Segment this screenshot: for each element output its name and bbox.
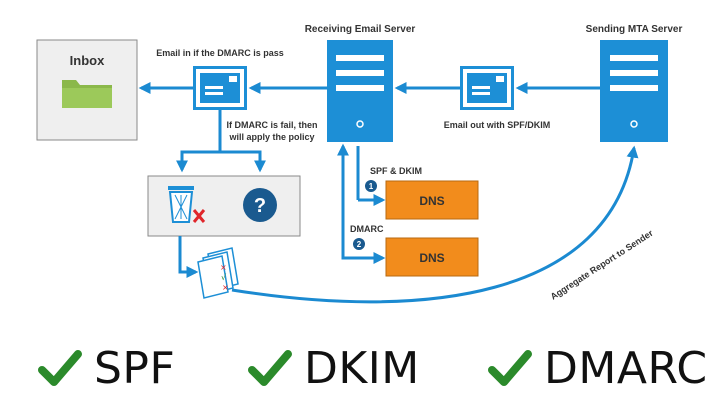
- aggregate-label: Aggregate Report to Sender: [549, 228, 656, 302]
- step-2-badge: 2: [353, 238, 365, 250]
- legend-label-dmarc: DMARC: [544, 342, 708, 394]
- fail-label-line1: If DMARC is fail, then: [226, 120, 317, 130]
- reject-x-icon: [192, 209, 206, 223]
- report-mark-1: ×: [220, 263, 227, 272]
- dns-box-dmarc: DNS: [385, 237, 479, 277]
- fail-label-line2: will apply the policy: [228, 132, 314, 142]
- question-icon: ?: [243, 188, 277, 222]
- legend-dmarc: DMARC: [488, 338, 708, 398]
- checkmark-icon: [488, 350, 532, 386]
- dns-label-1: DNS: [419, 194, 444, 208]
- arrow-policy-to-report: [178, 236, 199, 278]
- email-flow-diagram: Inbox Receiving Email Server Sending MTA…: [36, 24, 683, 304]
- report-mark-3: ×: [222, 283, 229, 292]
- folder-icon: [62, 80, 112, 108]
- legend-label-dkim: DKIM: [304, 342, 420, 394]
- policy-box: ?: [147, 175, 301, 237]
- checkmark-icon: [38, 350, 82, 386]
- inbox-panel: Inbox: [36, 39, 138, 141]
- pass-label: Email in if the DMARC is pass: [156, 48, 284, 58]
- checkmark-icon: [248, 350, 292, 386]
- dns-label-2: DNS: [419, 251, 444, 265]
- envelope-outbound-icon: [460, 66, 514, 110]
- arrow-aggregate-report: [231, 145, 639, 304]
- legend-spf: SPF: [38, 338, 175, 398]
- inbox-label: Inbox: [70, 53, 105, 68]
- trash-icon: [168, 186, 194, 223]
- sending-server-icon: [600, 40, 668, 142]
- arrow-dmarc-query: [341, 240, 386, 264]
- dns-box-spf-dkim: DNS: [385, 180, 479, 220]
- outbound-label: Email out with SPF/DKIM: [444, 120, 551, 130]
- receiving-server-label: Receiving Email Server: [305, 24, 416, 35]
- sending-server-label: Sending MTA Server: [586, 24, 683, 35]
- envelope-pass-icon: [193, 66, 247, 110]
- dmarc-label: DMARC: [350, 224, 384, 234]
- report-document-icon: × √ ×: [197, 247, 239, 299]
- question-mark: ?: [254, 195, 266, 217]
- arrow-fail-quarantine: [220, 150, 266, 173]
- receiving-server-icon: [327, 40, 393, 142]
- step-1-badge: 1: [365, 180, 377, 192]
- arrow-fail-policy: [176, 110, 222, 173]
- legend-dkim: DKIM: [248, 338, 420, 398]
- legend-label-spf: SPF: [94, 342, 176, 394]
- spf-dkim-label: SPF & DKIM: [370, 166, 422, 176]
- report-mark-2: √: [221, 273, 227, 282]
- step-1-number: 1: [369, 182, 374, 191]
- step-2-number: 2: [357, 240, 362, 249]
